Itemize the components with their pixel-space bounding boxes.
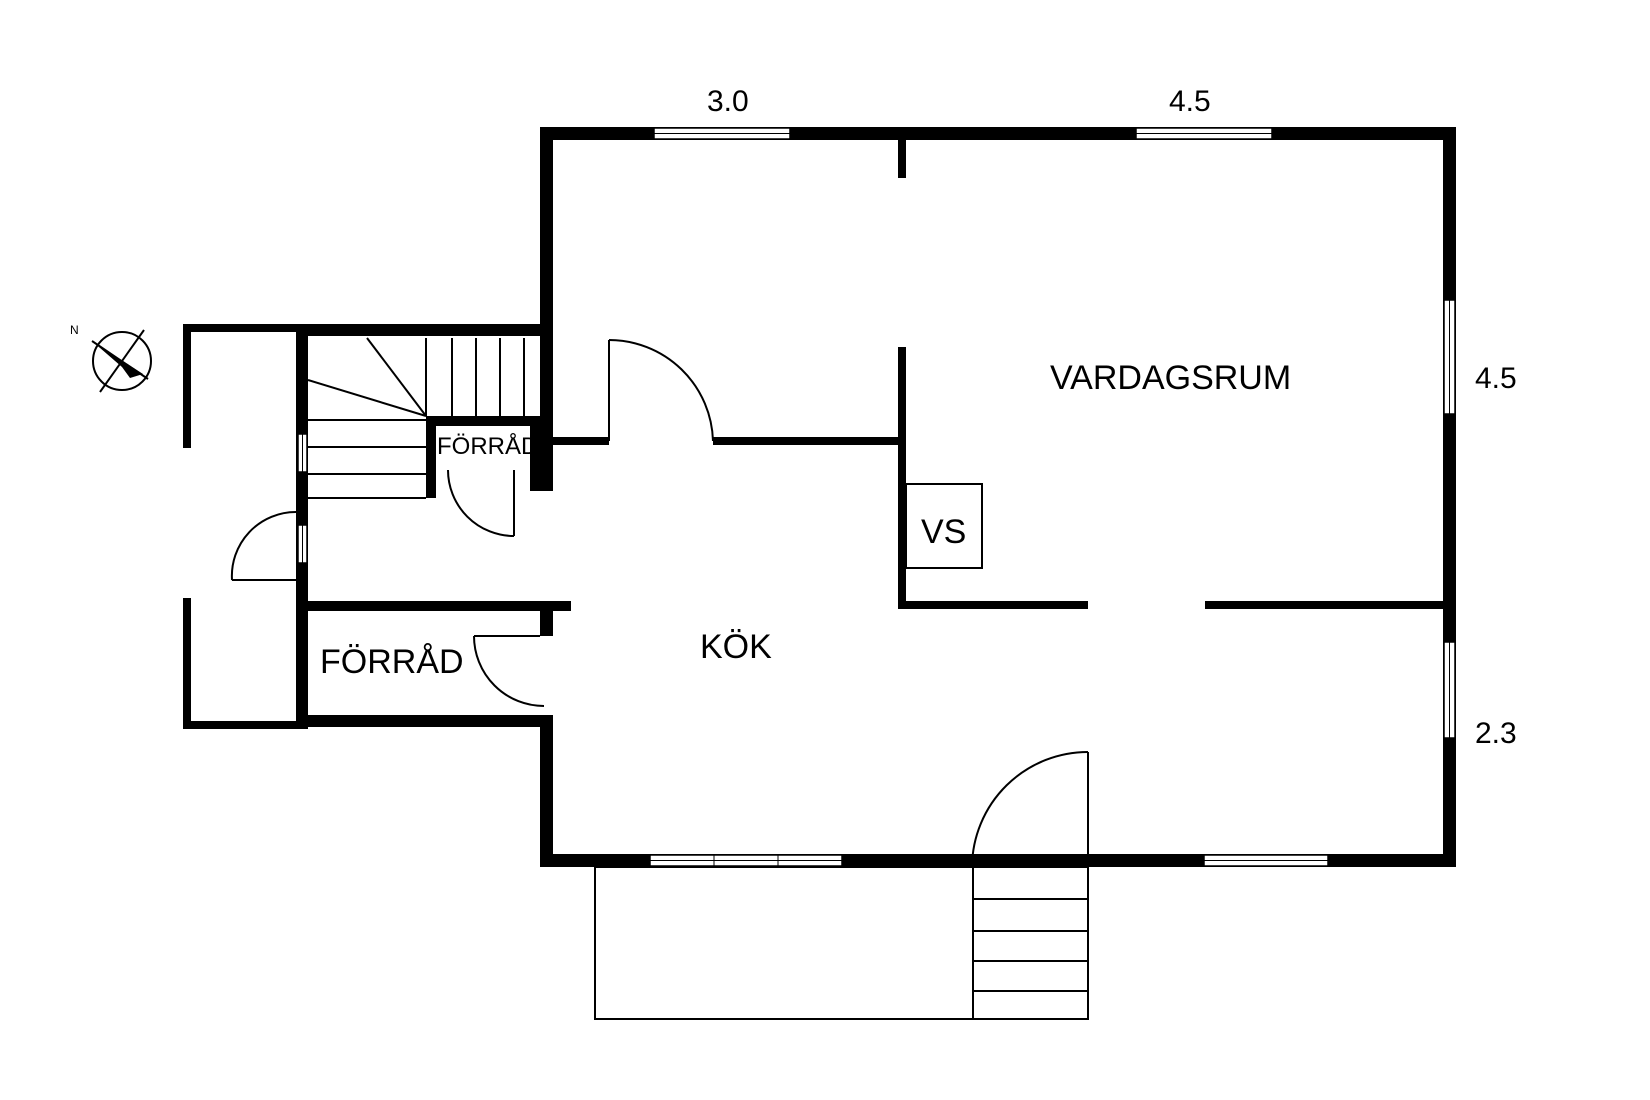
window-stair-lower: [297, 524, 308, 564]
door-hall: [608, 339, 714, 442]
window-bottom-right: [1203, 854, 1329, 867]
room-label-vs: VS: [921, 513, 966, 551]
interior-stair: [307, 337, 525, 499]
window-top-right: [1135, 127, 1273, 140]
dimension-right-lower: 2.3: [1475, 717, 1517, 750]
window-bottom-left: [649, 854, 843, 867]
doors: [230, 339, 1089, 867]
window-top-left: [653, 127, 791, 140]
compass-icon: N: [70, 323, 152, 393]
room-label-forrad-large: FÖRRÅD: [320, 643, 464, 681]
windows: [297, 127, 1456, 867]
window-right-upper: [1443, 299, 1456, 415]
door-forrad-large: [473, 635, 545, 707]
front-steps: [972, 866, 1089, 1020]
compass-north-label: N: [70, 323, 79, 337]
door-front: [971, 751, 1089, 867]
door-forrad-small: [447, 469, 515, 537]
window-right-lower: [1443, 641, 1456, 739]
dimension-right-upper: 4.5: [1475, 362, 1517, 395]
room-label-kok: KÖK: [700, 628, 772, 666]
room-label-forrad-small: FÖRRÅD: [437, 432, 538, 460]
room-label-vardagsrum: VARDAGSRUM: [1050, 359, 1291, 397]
dimension-top-right: 4.5: [1169, 85, 1211, 118]
window-stair-upper: [297, 433, 308, 473]
vs-box: [905, 483, 983, 569]
dimension-top-left: 3.0: [707, 85, 749, 118]
door-entry-left: [230, 510, 297, 581]
deck: [594, 866, 974, 1020]
